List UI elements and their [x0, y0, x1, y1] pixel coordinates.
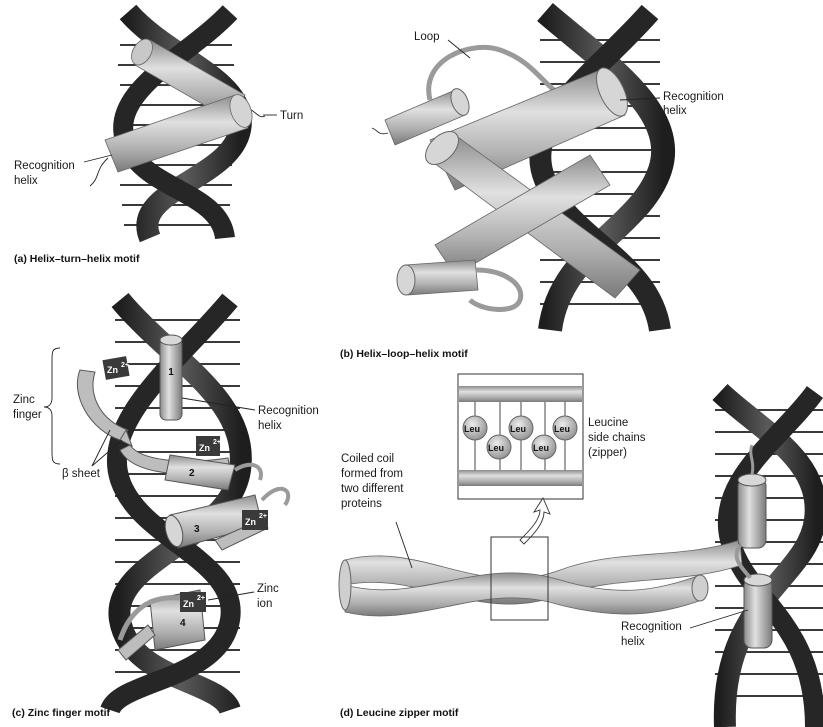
coiled-coil-label-2: formed from [341, 468, 403, 480]
zn-charge-2: 2+ [213, 439, 221, 446]
leucine-label: Leucine [588, 417, 628, 429]
leu-3: Leu [554, 424, 570, 434]
leu-4: Leu [488, 443, 504, 453]
zn-text-2: Zn [199, 443, 210, 453]
zinc-ion-box-3: Zn 2+ [242, 510, 268, 530]
caption-c: (c) Zinc finger motif [12, 707, 111, 719]
recognition-helix-label-b: Recognition [663, 91, 724, 103]
helix-number-1: 1 [168, 367, 174, 378]
beta-sheet-label: β sheet [62, 468, 101, 480]
zinc-ion-label: Zinc [257, 583, 279, 595]
caption-a: (a) Helix–turn–helix motif [14, 253, 140, 265]
zinc-ion-box-2: Zn 2+ [196, 436, 221, 456]
zinc-finger-label-2: finger [13, 409, 42, 421]
panel-a: Turn Recognition helix (a) Helix–turn–he… [14, 12, 303, 265]
zinc-ion-box-1: Zn 2+ [102, 356, 129, 380]
loop-strand [429, 47, 560, 100]
leucine-label-2: side chains [588, 432, 646, 444]
recognition-helix-label-d: Recognition [621, 621, 682, 633]
leu-2: Leu [510, 424, 526, 434]
coiled-coil-label: Coiled coil [341, 453, 394, 465]
loop-helix-left-bottom [397, 260, 521, 309]
zn-text-4: Zn [183, 599, 194, 609]
zn-charge-3: 2+ [259, 513, 267, 520]
panel-d: Leu Leu Leu Leu Leu [339, 374, 823, 727]
helix-number-4: 4 [180, 618, 186, 629]
leucine-label-3: (zipper) [588, 447, 627, 459]
leu-5: Leu [533, 443, 549, 453]
recognition-helix-label-c: Recognition [258, 405, 319, 417]
helix-number-3: 3 [194, 524, 200, 535]
zn-text-3: Zn [245, 517, 256, 527]
zn-charge-1: 2+ [121, 362, 129, 369]
caption-b: (b) Helix–loop–helix motif [340, 348, 468, 360]
leu-1: Leu [464, 424, 480, 434]
recognition-helix-label-a: Recognition [14, 160, 75, 172]
recognition-helix-label-b-2: helix [663, 105, 687, 117]
coiled-coil-label-4: proteins [341, 498, 382, 510]
panel-c: 1 Zn 2+ 2 Zn 2+ 3 [12, 300, 319, 719]
panel-b: Loop Recognition helix (b) Helix–loop–he… [340, 12, 724, 360]
zinc-ion-box-4: Zn 2+ [180, 592, 206, 612]
zinc-finger-label: Zinc [13, 394, 35, 406]
recognition-helix-label-a-2: helix [14, 175, 38, 187]
recognition-helix-label-d-2: helix [621, 636, 645, 648]
recognition-helix-label-c-2: helix [258, 420, 282, 432]
coiled-coil [339, 537, 742, 620]
coiled-coil-label-3: two different [341, 483, 404, 495]
zipper-inset: Leu Leu Leu Leu Leu [458, 374, 583, 499]
zinc-finger-bracket [44, 348, 60, 464]
loop-label: Loop [414, 31, 440, 43]
zinc-ion-label-2: ion [257, 598, 272, 610]
zn-charge-4: 2+ [197, 595, 205, 602]
zn-text-1: Zn [107, 365, 118, 375]
helix-number-2: 2 [189, 468, 195, 479]
caption-d: (d) Leucine zipper motif [340, 707, 459, 719]
turn-label: Turn [280, 110, 303, 122]
